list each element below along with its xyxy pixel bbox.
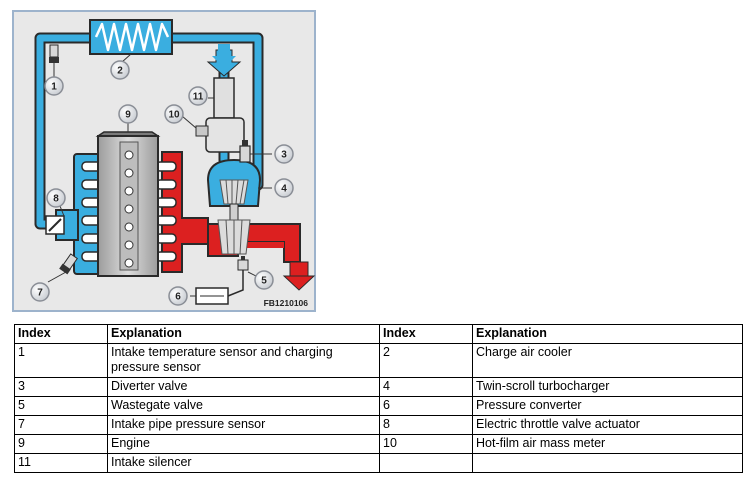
- exhaust-outlet-arrow: [282, 261, 316, 291]
- header-index: Index: [14, 324, 108, 344]
- callout-4: 4: [274, 178, 294, 198]
- charge-air-cooler: [89, 19, 173, 55]
- callout-6: 6: [168, 286, 188, 306]
- explanation-cell: Wastegate valve: [107, 396, 380, 416]
- svg-text:3: 3: [281, 150, 287, 161]
- index-cell: 2: [379, 343, 473, 378]
- svg-text:4: 4: [281, 184, 287, 195]
- explanation-cell: Intake silencer: [107, 453, 380, 473]
- index-cell: 9: [14, 434, 108, 454]
- table-row: 3 Diverter valve 4 Twin-scroll turbochar…: [14, 377, 743, 397]
- explanation-cell: Intake temperature sensor and charging p…: [107, 343, 380, 378]
- callout-8: 8: [46, 188, 66, 208]
- figure-reference: FB1210106: [264, 298, 309, 308]
- explanation-cell: Intake pipe pressure sensor: [107, 415, 380, 435]
- engine: [95, 131, 161, 277]
- index-cell: 3: [14, 377, 108, 397]
- header-explanation: Explanation: [107, 324, 380, 344]
- callout-3: 3: [274, 144, 294, 164]
- callout-5: 5: [254, 270, 274, 290]
- index-cell: 6: [379, 396, 473, 416]
- svg-text:6: 6: [175, 292, 181, 303]
- fresh-air-inlet-arrow: [212, 44, 236, 68]
- index-cell: 1: [14, 343, 108, 378]
- index-cell: 8: [379, 415, 473, 435]
- pressure-converter: [195, 287, 229, 305]
- legend-header-row: Index Explanation Index Explanation: [14, 324, 743, 344]
- svg-text:7: 7: [37, 288, 43, 299]
- callout-7: 7: [30, 282, 50, 302]
- legend-table: Index Explanation Index Explanation 1 In…: [14, 324, 743, 473]
- table-row: 5 Wastegate valve 6 Pressure converter: [14, 396, 743, 416]
- callout-2: 2: [110, 60, 130, 80]
- table-row: 11 Intake silencer: [14, 453, 743, 473]
- index-cell: 4: [379, 377, 473, 397]
- callout-1: 1: [44, 76, 64, 96]
- svg-text:1: 1: [51, 82, 57, 93]
- turbocharger-system-diagram: 1 2 3 4 5 6 7 8: [12, 10, 316, 312]
- index-cell: [379, 453, 473, 473]
- index-cell: 10: [379, 434, 473, 454]
- electric-throttle-valve-actuator: [45, 215, 65, 235]
- explanation-cell: Charge air cooler: [472, 343, 743, 378]
- index-cell: 7: [14, 415, 108, 435]
- table-row: 7 Intake pipe pressure sensor 8 Electric…: [14, 415, 743, 435]
- hot-film-air-mass-meter: [195, 117, 245, 153]
- explanation-cell: Electric throttle valve actuator: [472, 415, 743, 435]
- svg-text:5: 5: [261, 276, 267, 287]
- callout-9: 9: [118, 104, 138, 124]
- header-index: Index: [379, 324, 473, 344]
- table-row: 1 Intake temperature sensor and charging…: [14, 343, 743, 378]
- svg-text:11: 11: [193, 92, 204, 103]
- callout-11: 11: [188, 86, 208, 106]
- intake-pipe-pressure-sensor: [59, 253, 78, 275]
- turbocharger: [206, 158, 262, 255]
- wastegate-valve: [227, 256, 249, 297]
- explanation-cell: Hot-film air mass meter: [472, 434, 743, 454]
- svg-text:9: 9: [125, 110, 131, 121]
- explanation-cell: Diverter valve: [107, 377, 380, 397]
- callout-10: 10: [164, 104, 184, 124]
- svg-text:8: 8: [53, 194, 59, 205]
- table-row: 9 Engine 10 Hot-film air mass meter: [14, 434, 743, 454]
- index-cell: 5: [14, 396, 108, 416]
- svg-text:2: 2: [117, 66, 123, 77]
- explanation-cell: Engine: [107, 434, 380, 454]
- explanation-cell: [472, 453, 743, 473]
- index-cell: 11: [14, 453, 108, 473]
- explanation-cell: Twin-scroll turbocharger: [472, 377, 743, 397]
- header-explanation: Explanation: [472, 324, 743, 344]
- svg-text:10: 10: [168, 110, 180, 121]
- intake-temperature-pressure-sensor: [49, 44, 59, 63]
- explanation-cell: Pressure converter: [472, 396, 743, 416]
